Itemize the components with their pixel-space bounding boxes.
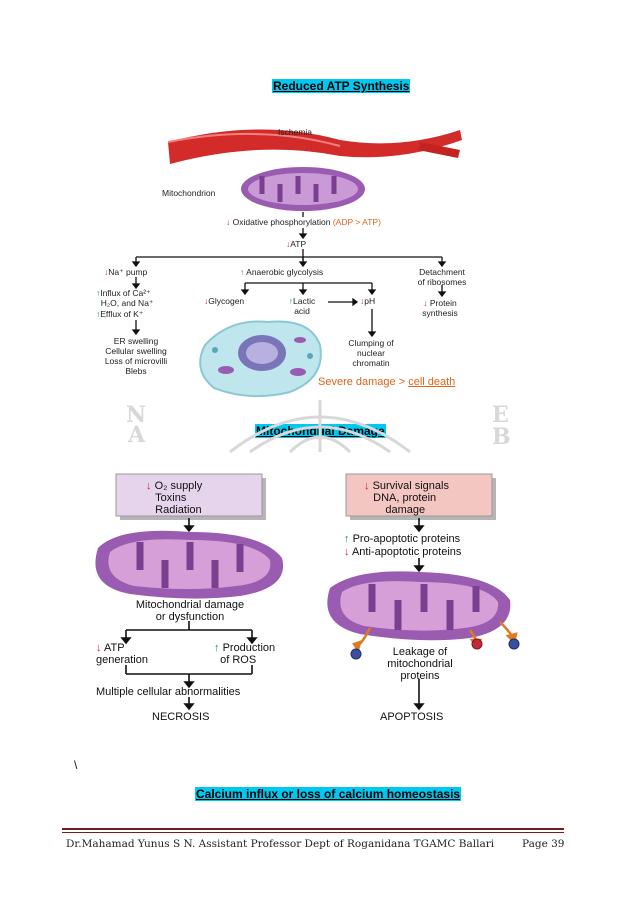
heading-reduced-atp: Reduced ATP Synthesis — [272, 79, 411, 93]
anti-apoptotic-label: ↓ Anti-apoptotic proteins — [344, 546, 462, 558]
svg-text:B: B — [492, 424, 511, 450]
down-arrow-icon: ↓ — [364, 480, 370, 492]
oxphos-label: ↓ Oxidative phosphorylation (ADP > ATP) — [226, 217, 381, 227]
up-arrow-icon: ↑ — [214, 642, 220, 654]
right-cause-box: ↓ Survival signals DNA, protein damage — [364, 480, 449, 516]
svg-text:N: N — [126, 402, 146, 428]
mitochondrion-icon — [327, 571, 520, 660]
down-arrow-icon: ↓ — [104, 267, 109, 277]
multiple-abnormalities-label: Multiple cellular abnormalities — [96, 686, 241, 698]
necrosis-label: NECROSIS — [152, 711, 210, 723]
k-efflux-label: ↑Efflux of K⁺ — [96, 309, 144, 319]
ros-production-label: ↑ Production of ROS — [214, 642, 276, 666]
up-arrow-icon: ↑ — [288, 296, 294, 306]
ph-label: ↓pH — [360, 296, 376, 306]
up-arrow-icon: ↑ — [96, 288, 101, 298]
down-arrow-icon: ↓ — [344, 546, 350, 558]
footer-rule-bottom — [62, 832, 564, 833]
anaerobic-label: ↑ Anaerobic glycolysis — [240, 267, 324, 277]
cell-icon — [199, 320, 322, 398]
mitochondrion-label: Mitochondrion — [162, 188, 216, 198]
down-arrow-icon: ↓ — [360, 296, 365, 306]
apoptosis-label: APOPTOSIS — [380, 711, 444, 723]
ca-influx-label: ↑Influx of Ca²⁺ H₂O, and Na⁺ — [96, 288, 154, 308]
severe-damage-label: Severe damage > cell death — [318, 376, 456, 388]
footer-rule-top — [62, 828, 564, 830]
svg-text:E: E — [492, 402, 509, 428]
down-arrow-icon: ↓ — [146, 480, 152, 492]
down-arrow-icon: ↓ — [204, 296, 209, 306]
up-arrow-icon: ↑ — [96, 309, 101, 319]
pro-apoptotic-label: ↑ Pro-apoptotic proteins — [344, 533, 461, 545]
down-arrow-icon: ↓ — [423, 298, 428, 308]
page-number: Page 39 — [522, 838, 565, 850]
glycogen-label: ↓Glycogen — [204, 296, 245, 306]
heading-calcium: Calcium influx or loss of calcium homeos… — [195, 787, 462, 801]
stray-character: \ — [74, 758, 78, 772]
up-arrow-icon: ↑ — [344, 533, 350, 545]
svg-text:A: A — [127, 422, 146, 448]
left-cause-box: ↓ O₂ supply Toxins Radiation — [146, 480, 203, 516]
mitochondrion-icon — [95, 530, 284, 599]
down-arrow-icon: ↓ — [96, 642, 102, 654]
atp-diagram-graphics — [131, 129, 462, 398]
na-pump-label: ↓Na⁺ pump — [104, 267, 148, 277]
mito-damage-diagram-graphics — [95, 473, 520, 711]
down-arrow-icon: ↓ — [226, 217, 231, 227]
ischemia-label: Ischemia — [278, 127, 313, 137]
footer-author: Dr.Mahamad Yunus S N. Assistant Professo… — [66, 838, 495, 850]
atp-label: ↓ATP — [286, 239, 307, 249]
up-arrow-icon: ↑ — [240, 267, 245, 277]
seal-watermark: NA EB — [126, 400, 511, 454]
down-arrow-icon: ↓ — [286, 239, 291, 249]
